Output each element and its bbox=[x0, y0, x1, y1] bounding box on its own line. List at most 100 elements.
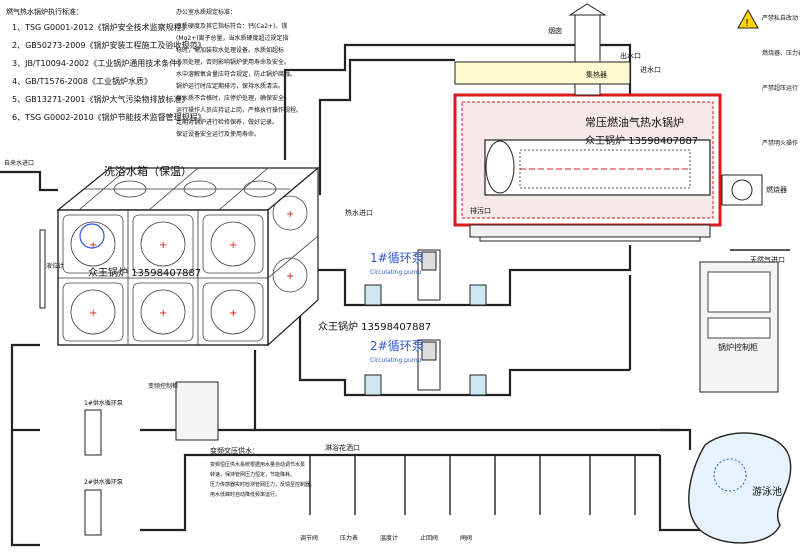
freq-title: 变频交压供水： bbox=[210, 446, 259, 455]
tank-inlet-label: 热水进口 bbox=[345, 208, 373, 217]
tank-title: 洗浴水箱（保温） bbox=[104, 164, 192, 178]
note-line: 锅炉运行时应定期排污，保持水质清洁。 bbox=[176, 82, 284, 90]
gas-label: 天然气进口 bbox=[750, 255, 785, 264]
water-tank: +++ +++ ++ 洗浴水箱（保温） 众王锅炉 13598407887 液位计 bbox=[39, 164, 320, 347]
pool-label: 游泳池 bbox=[752, 485, 782, 498]
supply-main-pipe bbox=[253, 350, 680, 432]
freq-control-box: 变频控制柜 变频交压供水： 变频恒压供水系统根据用水量自动调节水泵 转速，保持管… bbox=[148, 381, 315, 498]
side-note: 调节阀 bbox=[300, 534, 318, 542]
boiler: 常压燃油气热水锅炉 众王锅炉 13598407887 烟囱 集热器 燃烧器 天然… bbox=[453, 3, 787, 264]
freq-box-label: 变频控制柜 bbox=[148, 382, 178, 390]
tank-drain-pipe bbox=[10, 343, 40, 432]
supply-pump2-body bbox=[84, 489, 102, 536]
pump1-title: 1#循环泵 bbox=[370, 251, 424, 265]
side-notes: 调节阀 压力表 温度计 止回阀 闸阀 bbox=[300, 534, 472, 542]
side-note: 止回阀 bbox=[420, 534, 438, 542]
pump1-loop-pipe bbox=[268, 245, 632, 307]
warning-line: 严禁超压运行 bbox=[762, 84, 798, 92]
freq-note: 用水低峰时自动降低频率运行。 bbox=[210, 491, 280, 498]
standards-title: 燃气热水锅炉执行标准： bbox=[6, 7, 83, 16]
freq-note: 变频恒压供水系统根据用水量自动调节水泵 bbox=[210, 461, 305, 468]
level-gauge bbox=[39, 229, 46, 309]
side-note: 压力表 bbox=[340, 534, 358, 542]
cabinet-label: 锅炉控制柜 bbox=[718, 342, 758, 352]
valve-icon bbox=[364, 284, 382, 306]
tank-return-pipe bbox=[318, 58, 455, 195]
svg-text:+: + bbox=[229, 308, 237, 319]
note-line: 定期对锅炉进行检修保养，做好记录。 bbox=[176, 118, 278, 126]
tank-front bbox=[57, 209, 269, 346]
manhole-icon bbox=[79, 223, 105, 249]
pump-contact: 众王锅炉 13598407887 bbox=[318, 321, 431, 333]
side-note: 温度计 bbox=[380, 534, 398, 542]
pool-supply-pipe bbox=[660, 428, 692, 450]
pool-outline bbox=[688, 432, 792, 544]
standard-line: 3、JB/T10094-2002《工业锅炉通用技术条件》 bbox=[12, 58, 185, 68]
supply-pump2-label: 2#供水循环泵 bbox=[84, 478, 123, 486]
svg-text:+: + bbox=[229, 240, 237, 251]
note-line: 水质硬度及其它指标符合：钙(Ca2+)、镁 bbox=[176, 22, 287, 30]
note-line: (Mg2+)离子总量，当水质硬度超过规定指 bbox=[176, 34, 289, 42]
boiler-name: 常压燃油气热水锅炉 bbox=[585, 115, 684, 129]
lower-left-pipe bbox=[10, 430, 40, 547]
swimming-pool: 游泳池 bbox=[688, 432, 792, 544]
note-line: 标时，需加装软水处理设备。水质如超标 bbox=[176, 46, 284, 54]
pump2-loop-pipe bbox=[298, 290, 630, 397]
collector bbox=[454, 61, 631, 85]
pump-1: 1#循环泵 Circulating pump bbox=[364, 249, 487, 306]
return-pipe bbox=[140, 453, 660, 532]
chimney-label: 烟囱 bbox=[548, 26, 562, 35]
freq-box-body bbox=[175, 381, 219, 441]
warning-line: 严禁明火操作 bbox=[762, 139, 798, 147]
tank-contact: 众王锅炉 13598407887 bbox=[88, 267, 201, 279]
showers: 淋浴花洒口 bbox=[309, 443, 650, 515]
note-line: 保证设备安全运行及使用寿命。 bbox=[176, 130, 260, 138]
svg-text:+: + bbox=[286, 209, 294, 220]
freq-note: 转速，保持管网压力恒定，节能降耗。 bbox=[210, 471, 295, 478]
valve-icon bbox=[364, 374, 382, 396]
standard-line: 2、GB50273-2009《锅炉安装工程施工及验收规范》 bbox=[12, 40, 205, 50]
supply-pumps: 1#供水循环泵 2#供水循环泵 bbox=[84, 399, 123, 536]
freq-note: 压力传感器实时检测管网压力，反馈至控制器。 bbox=[210, 481, 315, 488]
boiler-contact: 众王锅炉 13598407887 bbox=[585, 135, 698, 147]
svg-text:+: + bbox=[286, 271, 294, 282]
top-supply-pipe bbox=[283, 43, 632, 160]
standards-block: 燃气热水锅炉执行标准： 1、TSG G0001-2012《锅炉安全技术监察规程》… bbox=[6, 7, 206, 122]
pump2-title: 2#循环泵 bbox=[370, 339, 424, 353]
warning-line: 燃烧器、压力表 bbox=[762, 49, 800, 57]
side-note: 闸阀 bbox=[460, 534, 472, 542]
note-line: 水中溶解氧含量应符合规定，防止锅炉腐蚀。 bbox=[176, 70, 296, 78]
svg-text:+: + bbox=[159, 308, 167, 319]
valve-icon bbox=[469, 374, 487, 396]
collector-label: 集热器 bbox=[586, 70, 607, 79]
standard-line: 5、GB13271-2001《锅炉大气污染物排放标准》 bbox=[12, 94, 189, 104]
pump1-sub: Circulating pump bbox=[370, 269, 422, 276]
drain-label: 排污口 bbox=[470, 206, 491, 215]
warning-line: 严禁私自改动 bbox=[762, 14, 798, 22]
pool-pipe bbox=[658, 455, 700, 532]
boiler-furnace bbox=[484, 139, 711, 196]
mains-inlet-label: 自来水进口 bbox=[4, 159, 34, 167]
shower-label: 淋浴花洒口 bbox=[325, 443, 360, 452]
burner-label: 燃烧器 bbox=[766, 185, 787, 194]
svg-text:+: + bbox=[89, 308, 97, 319]
standard-line: 4、GB/T1576-2008《工业锅炉水质》 bbox=[12, 76, 152, 86]
valve-icon bbox=[469, 284, 487, 306]
inlet-vent-label: 进水口 bbox=[640, 65, 661, 74]
level-label: 液位计 bbox=[46, 262, 64, 270]
standard-line: 1、TSG G0001-2012《锅炉安全技术监察规程》 bbox=[12, 22, 190, 32]
notes-title: 办公室水质规定标准： bbox=[176, 8, 236, 16]
svg-text:!: ! bbox=[745, 18, 749, 29]
mains-inlet-pipe bbox=[0, 170, 58, 192]
supply-pump1-body bbox=[84, 409, 102, 456]
note-line: 当水质不合格时，应停炉处理，确保安全。 bbox=[176, 94, 290, 102]
pump2-sub: Circulating pump bbox=[370, 357, 422, 364]
notes-block: 办公室水质规定标准： 水质硬度及其它指标符合：钙(Ca2+)、镁 (Mg2+)离… bbox=[176, 8, 302, 138]
warning-block: ! 严禁私自改动 燃烧器、压力表 严禁超压运行 严禁明火操作 bbox=[737, 8, 800, 147]
note-line: 运行操作人员应持证上岗，严格执行操作规程。 bbox=[176, 106, 302, 114]
supply-pump1-label: 1#供水循环泵 bbox=[84, 399, 123, 407]
note-line: 必须处理，否则影响锅炉使用寿命及安全。 bbox=[176, 58, 290, 66]
boiler-control-cabinet: 锅炉控制柜 bbox=[699, 261, 779, 393]
outlet-label: 出水口 bbox=[620, 51, 641, 60]
